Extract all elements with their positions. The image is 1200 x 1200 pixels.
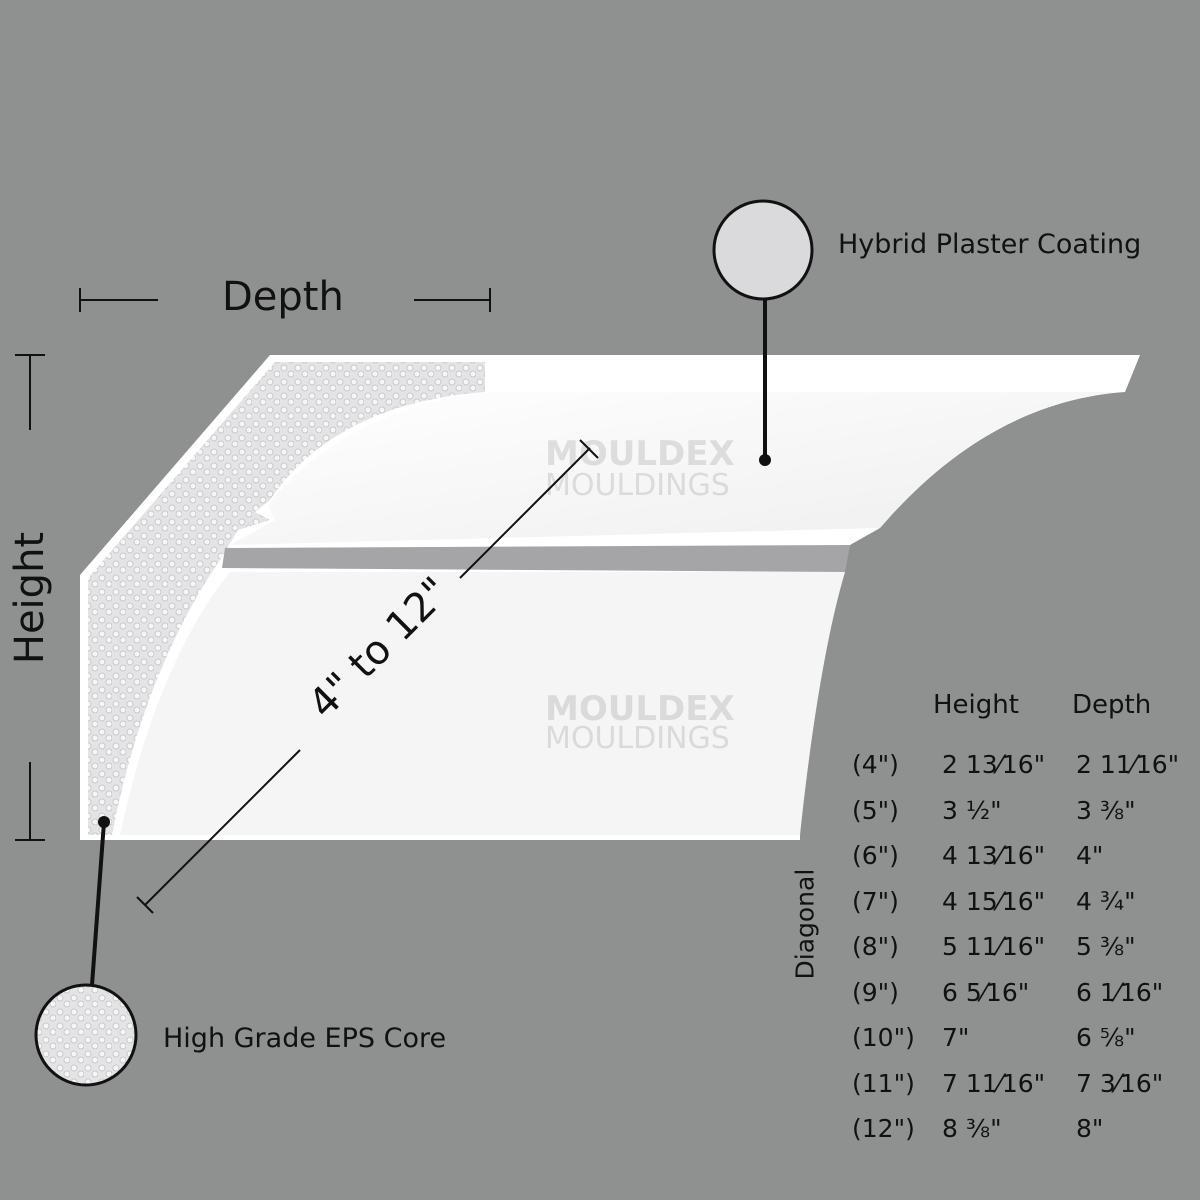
table-cell-diagonal: (4") — [852, 750, 899, 779]
table-cell-height: 2 13⁄16" — [942, 750, 1046, 779]
header-height: Height — [933, 690, 1019, 720]
table-cell-diagonal: (8") — [852, 932, 899, 961]
table-cell-height: 3 ½" — [942, 795, 1002, 825]
table-cell-depth: 6 ⅝" — [1076, 1023, 1136, 1052]
table-cell-height: 8 ⅜" — [942, 1114, 1002, 1143]
core-point-icon — [98, 816, 110, 828]
groove — [222, 545, 850, 572]
svg-text:MOULDINGS: MOULDINGS — [545, 721, 730, 756]
table-cell-height: 5 11⁄16" — [942, 932, 1046, 961]
table-cell-diagonal: (10") — [852, 1023, 915, 1052]
eps-core — [88, 362, 485, 835]
coating-label: Hybrid Plaster Coating — [838, 229, 1142, 260]
upper-face — [230, 392, 1120, 545]
table-cell-diagonal: (7") — [852, 886, 899, 916]
table-cell-diagonal: (6") — [852, 841, 899, 870]
svg-text:MOULDINGS: MOULDINGS — [545, 468, 730, 503]
table-cell-height: 7" — [942, 1023, 970, 1052]
diagonal-dimension-lines — [136, 439, 599, 914]
table-cell-depth: 6 1⁄16" — [1076, 977, 1164, 1007]
eps-swatch-icon — [34, 983, 138, 1087]
table-cell-diagonal: (12") — [852, 1114, 915, 1143]
coating-point-icon — [759, 454, 771, 466]
table-cell-depth: 8" — [1076, 1114, 1104, 1143]
svg-text:MOULDEX: MOULDEX — [545, 689, 735, 729]
table-cell-diagonal: (5") — [852, 795, 899, 825]
height-label: Height — [7, 531, 53, 665]
table-cell-diagonal: (11") — [852, 1068, 915, 1098]
table-cell-diagonal: (9") — [852, 977, 899, 1007]
depth-label: Depth — [222, 274, 344, 320]
table-cell-height: 4 13⁄16" — [942, 841, 1046, 870]
height-dimension-lines — [15, 354, 45, 841]
table-cell-depth: 7 3⁄16" — [1076, 1068, 1164, 1098]
header-depth: Depth — [1072, 690, 1152, 720]
table-cell-depth: 5 ⅜" — [1076, 932, 1136, 961]
diagonal-axis-label: Diagonal — [790, 868, 820, 980]
plaster-swatch-icon — [712, 199, 814, 301]
table-cell-depth: 4" — [1076, 841, 1104, 870]
table-cell-depth: 4 ¾" — [1076, 886, 1136, 916]
core-label: High Grade EPS Core — [163, 1023, 447, 1054]
depth-dimension-lines — [79, 288, 491, 312]
table-cell-height: 7 11⁄16" — [942, 1068, 1046, 1098]
table-cell-depth: 2 11⁄16" — [1076, 750, 1180, 779]
svg-text:MOULDEX: MOULDEX — [545, 434, 735, 474]
table-cell-height: 6 5⁄16" — [942, 977, 1030, 1007]
lower-face — [120, 572, 845, 835]
watermark: MOULDEX MOULDINGS MOULDEX MOULDINGS — [545, 434, 735, 756]
table-cell-height: 4 15⁄16" — [942, 886, 1046, 916]
table-cell-depth: 3 ⅜" — [1076, 795, 1136, 825]
